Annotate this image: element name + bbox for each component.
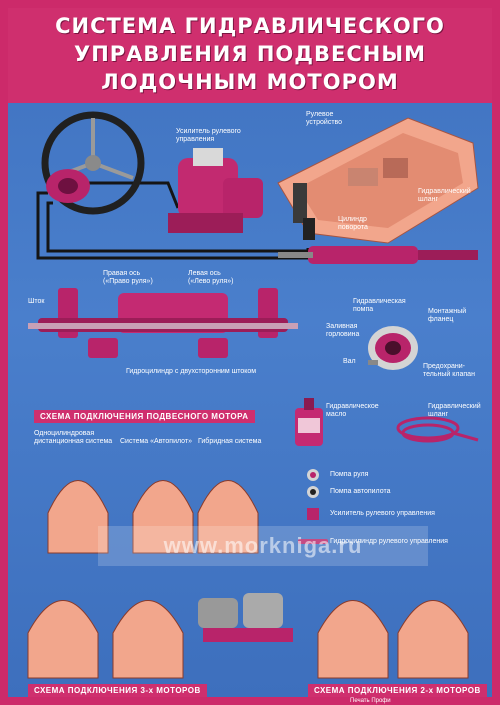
label-autopilot: Система «Автопилот» xyxy=(120,438,192,445)
hydraulic-pump-icon xyxy=(368,326,418,370)
steering-amplifier-icon xyxy=(168,148,263,233)
label-safety-valve: Предохрани-тельный клапан xyxy=(423,363,475,378)
legend-item-autopilot-pump: Помпа автопилота xyxy=(330,488,391,495)
legend-item-amplifier: Усилитель рулевого управления xyxy=(330,510,435,517)
small-boat-icons xyxy=(27,480,469,679)
legend-item-pump: Помпа руля xyxy=(330,471,369,478)
outboard-motors-icon xyxy=(198,593,293,642)
label-left-axis: Левая ось(«Лево руля») xyxy=(188,270,234,285)
watermark: www.morkniga.ru xyxy=(98,526,428,566)
band-outboard-scheme: СХЕМА ПОДКЛЮЧЕНИЯ ПОДВЕСНОГО МОТОРА xyxy=(34,410,255,423)
band-three-motor-scheme: СХЕМА ПОДКЛЮЧЕНИЯ 3-х МОТОРОВ xyxy=(28,684,207,697)
poster: СИСТЕМА ГИДРАВЛИЧЕСКОГО УПРАВЛЕНИЯ ПОДВЕ… xyxy=(8,8,492,697)
diagram-drawing xyxy=(27,111,479,679)
hose-coil-icon xyxy=(396,416,479,443)
title-line-2: УПРАВЛЕНИЯ ПОДВЕСНЫМ xyxy=(74,42,426,66)
boat-illustration xyxy=(277,117,479,244)
legend-icons xyxy=(298,469,328,544)
title-band: СИСТЕМА ГИДРАВЛИЧЕСКОГО УПРАВЛЕНИЯ ПОДВЕ… xyxy=(8,8,492,103)
label-right-axis: Правая ось(«Право руля») xyxy=(103,270,153,285)
turning-cylinder-icon xyxy=(278,246,478,264)
label-double-rod-cylinder: Гидроцилиндр с двухсторонним штоком xyxy=(126,368,257,375)
title-line-3: ЛОДОЧНЫМ МОТОРОМ xyxy=(101,70,399,94)
label-shaft: Вал xyxy=(343,358,356,365)
label-rod: Шток xyxy=(28,298,45,305)
label-hybrid: Гибридная система xyxy=(198,438,262,445)
helm-pump-icon xyxy=(46,169,90,203)
band-two-motor-scheme: СХЕМА ПОДКЛЮЧЕНИЯ 2-х МОТОРОВ xyxy=(308,684,487,697)
title-line-1: СИСТЕМА ГИДРАВЛИЧЕСКОГО xyxy=(55,14,445,38)
legend-item-cylinder: Гидроцилиндр рулевого управления xyxy=(330,538,448,545)
double-rod-cylinder-icon xyxy=(28,288,298,358)
oil-bottle-icon xyxy=(295,398,323,446)
footer-publisher: Печать Профи xyxy=(350,698,391,704)
